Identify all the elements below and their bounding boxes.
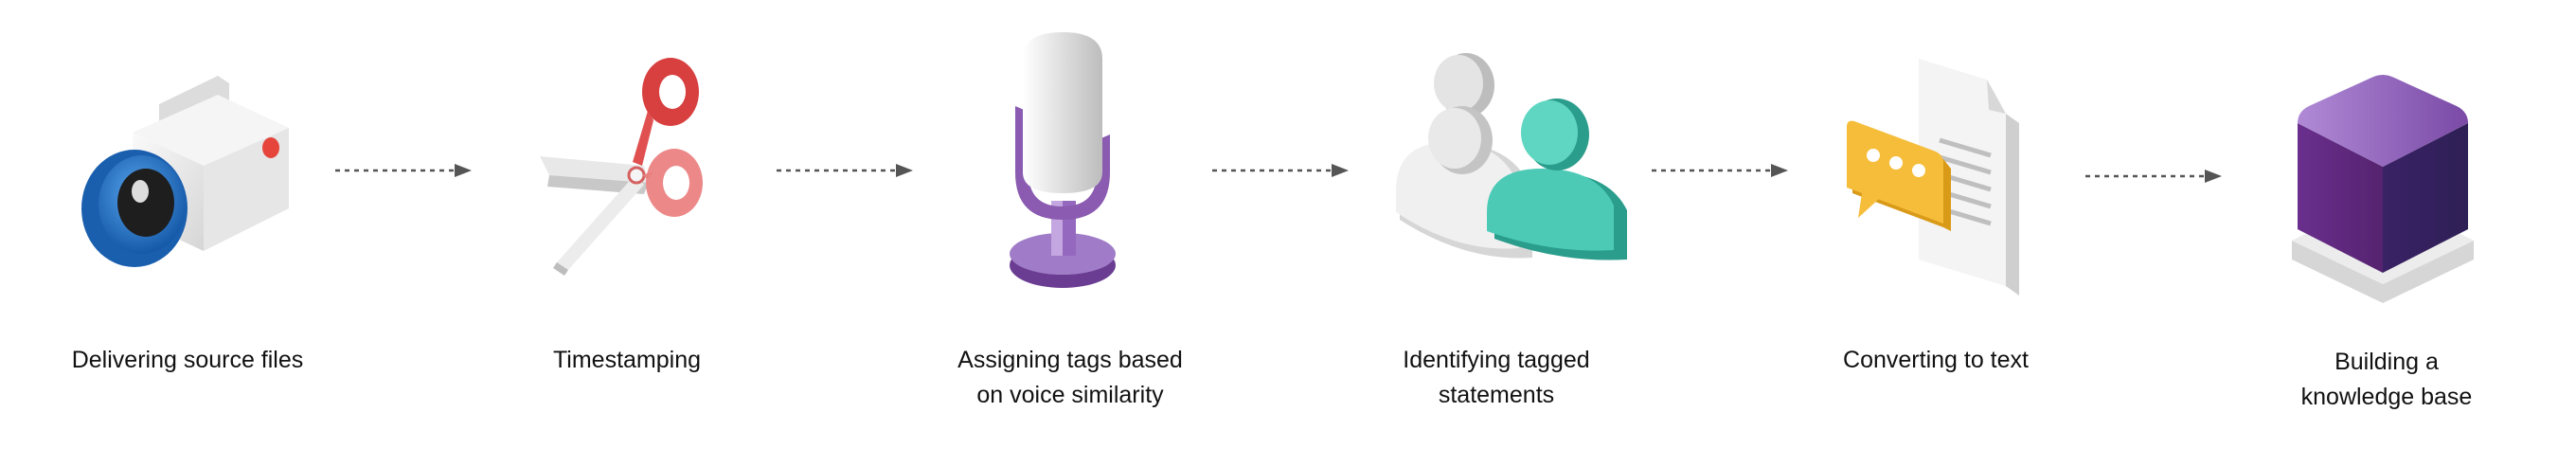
step-label-3: Assigning tags based on voice similarity	[957, 347, 1183, 408]
scissors-icon	[530, 52, 720, 279]
connector-arrow-5	[2085, 170, 2222, 183]
connector-arrow-1	[335, 164, 472, 177]
step-label-1: Delivering source files	[71, 347, 304, 373]
connector-arrow-3	[1212, 164, 1349, 177]
step-label-2: Timestamping	[552, 347, 702, 373]
cube-database-icon	[2288, 74, 2478, 305]
step-label-6: Building a knowledge base	[2300, 349, 2473, 410]
connector-arrow-4	[1652, 164, 1788, 177]
people-icon	[1390, 49, 1637, 267]
document-chat-icon	[1845, 57, 2034, 299]
connector-arrow-2	[777, 164, 913, 177]
video-camera-icon	[76, 66, 303, 275]
step-label-4: Identifying tagged statements	[1403, 347, 1590, 408]
microphone-icon	[994, 30, 1127, 296]
step-label-5: Converting to text	[1843, 347, 2029, 373]
